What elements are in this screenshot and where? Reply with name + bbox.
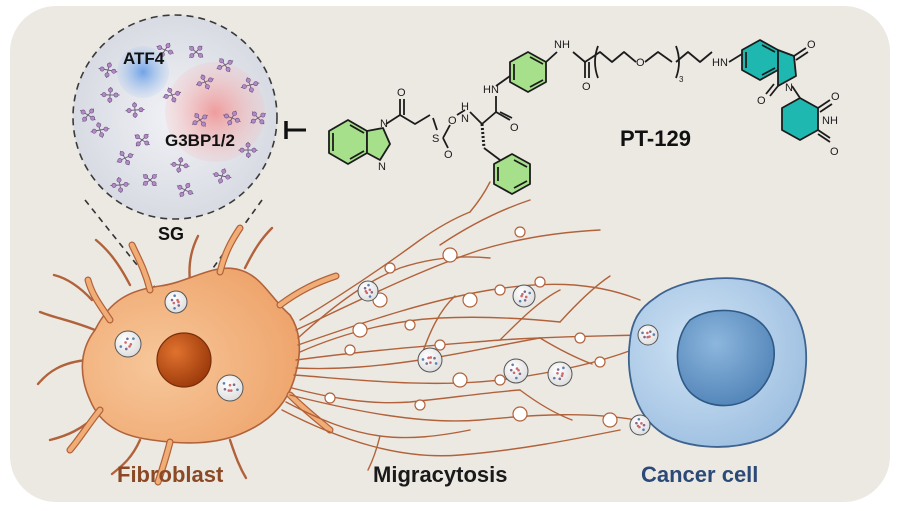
fibroblast-nucleus <box>157 333 211 387</box>
aniline-ring <box>510 52 546 92</box>
atom-o-ketone: O <box>397 87 406 99</box>
atom-nh-top: NH <box>554 39 570 51</box>
fiber-bead <box>595 357 605 367</box>
migrasome-vesicle-icon <box>165 291 187 313</box>
cancer-cell-caption: Cancer cell <box>641 462 758 487</box>
atom-o-glut-bottom: O <box>830 146 839 158</box>
migracytosis-caption: Migracytosis <box>373 462 508 487</box>
migrasome-vesicle-icon <box>358 281 378 301</box>
atom-hn-linker: HN <box>712 57 728 69</box>
atom-o-amide: O <box>510 122 519 134</box>
phenyl-ring <box>494 154 530 194</box>
atom-o-glut-top: O <box>831 91 840 103</box>
migrasome-vesicle-icon <box>630 415 650 435</box>
fiber-bead <box>575 333 585 343</box>
atom-hn-amide: HN <box>483 84 499 96</box>
atom-h-sulfonamide: H <box>461 101 469 113</box>
fiber-bead <box>453 373 467 387</box>
migrasome-vesicle-icon <box>115 331 141 357</box>
atom-nh-glut: NH <box>822 115 838 127</box>
phthalimide-benzene-ring <box>742 40 778 80</box>
atf4-label: ATF4 <box>123 49 165 68</box>
fiber-bead <box>515 227 525 237</box>
fiber-bead <box>495 285 505 295</box>
fiber-bead <box>535 277 545 287</box>
cancer-cell-nucleus <box>677 310 774 405</box>
atom-o-s-bottom: O <box>444 149 453 161</box>
migrasome-vesicle-icon <box>418 348 442 372</box>
fiber-bead <box>435 340 445 350</box>
compound-name: PT-129 <box>620 126 691 151</box>
fiber-bead <box>385 263 395 273</box>
atom-s: S <box>432 133 439 145</box>
atom-n-indazole-2: N <box>378 161 386 173</box>
atom-repeat: 3 <box>679 75 684 84</box>
atom-o-imide-top: O <box>807 39 816 51</box>
migrasome-vesicle-icon <box>217 375 243 401</box>
atom-n-sulfonamide: N <box>461 113 469 125</box>
fiber-bead <box>345 345 355 355</box>
g3bp-label: G3BP1/2 <box>165 131 235 150</box>
fiber-bead <box>603 413 617 427</box>
sg-label: SG <box>158 224 184 244</box>
atom-n-indazole-1: N <box>380 118 388 130</box>
migrasome-vesicle-icon <box>504 359 528 383</box>
fibroblast-caption: Fibroblast <box>117 462 224 487</box>
fiber-bead <box>415 400 425 410</box>
fiber-bead <box>353 323 367 337</box>
atom-o-s-top: O <box>448 115 457 127</box>
atom-o-ether: O <box>636 57 645 69</box>
fiber-bead <box>325 393 335 403</box>
cancer-cell <box>629 278 806 447</box>
fiber-bead <box>405 320 415 330</box>
fiber-bead <box>463 293 477 307</box>
fiber-bead <box>443 248 457 262</box>
migrasome-vesicle-icon <box>638 325 658 345</box>
glutarimide-ring <box>782 98 818 140</box>
migrasome-vesicle-icon <box>513 285 535 307</box>
migrasome-vesicle-icon <box>548 362 572 386</box>
atom-n-imide: N <box>785 82 793 94</box>
atom-o-imide-bottom: O <box>757 95 766 107</box>
fiber-bead <box>495 375 505 385</box>
atom-o-carbonyl-top: O <box>582 81 591 93</box>
fiber-bead <box>513 407 527 421</box>
